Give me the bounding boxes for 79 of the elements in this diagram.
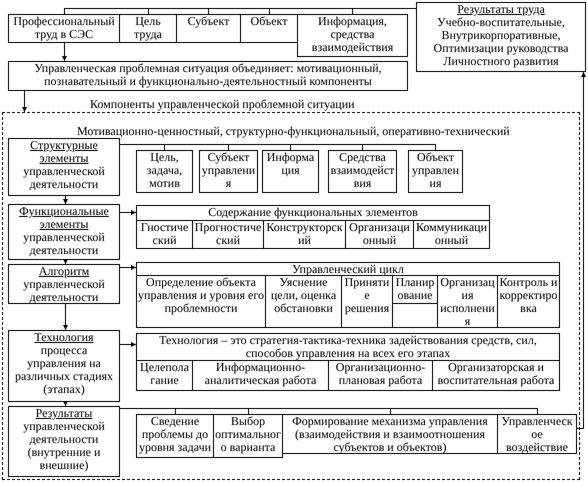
arrow	[576, 72, 586, 429]
connector-line	[120, 144, 436, 150]
arrow	[63, 259, 68, 264]
node-text: Объект управления	[411, 151, 460, 190]
node-text: Цель, задача, мотив	[146, 151, 184, 190]
node-text: Формирование механизма управления (взаимодействия и взаимоотношения субъектов и объектов)	[291, 415, 489, 454]
body-text: управленческой деятельности	[22, 278, 106, 304]
heading-text: Результаты	[36, 407, 92, 420]
node-text: Выбор оптимального варианта	[215, 415, 281, 454]
node-text: Контроль и корректировка	[499, 276, 558, 315]
concept-box	[176, 14, 241, 43]
table-cell	[341, 275, 393, 328]
arrow	[120, 210, 136, 215]
node-text: Принятие решения	[344, 276, 390, 315]
node-text: Управленческое воздействие	[500, 415, 574, 454]
concept-box	[119, 14, 177, 43]
stage-box	[8, 138, 120, 196]
concept-box	[8, 14, 120, 43]
heading-text: Алгоритм	[38, 265, 90, 278]
arrow	[63, 401, 68, 406]
frame-heading: Компоненты управленческой проблемной ситуации	[90, 98, 355, 111]
concept-box	[297, 14, 408, 57]
stage-box	[8, 406, 120, 477]
arrow	[120, 265, 136, 270]
body-text: Учебно-воспитательные,	[437, 16, 565, 29]
arrow	[120, 342, 136, 347]
body-text: управленческой деятельности	[22, 231, 106, 257]
node-text: Объект	[250, 15, 288, 28]
node-text: Средства взаимодействия	[330, 151, 395, 190]
concept-box	[240, 14, 298, 43]
arrow	[22, 90, 27, 112]
situation-box	[8, 61, 408, 91]
stage-box	[8, 264, 120, 304]
node-text: Гностический	[140, 221, 190, 247]
body-text: Внутрикорпоративные,	[441, 29, 561, 42]
node-text: Уяснение цели, оценка обстановки	[270, 276, 338, 315]
node-text: Конструкторский	[265, 221, 344, 247]
node-text: Коммуникационный	[415, 221, 488, 247]
node-text: Определение объекта управления и уровня его проблемности	[138, 276, 264, 315]
stage-box	[8, 204, 120, 260]
node-text: Прогностический	[194, 221, 262, 247]
node-text: Организация исполнения	[439, 276, 496, 328]
table-heading: Управленческий цикл	[292, 263, 404, 276]
table-heading: Содержание функциональных элементов	[208, 206, 418, 219]
body-text: Оптимизации руководства	[434, 42, 568, 55]
node-text: Организационно-плановая работа	[334, 361, 426, 387]
node-text: Информация	[266, 151, 316, 177]
arrow	[63, 304, 68, 330]
body-text: управленческой деятельности	[22, 165, 106, 191]
node-text: Субъект управления	[201, 151, 256, 190]
content-table	[136, 262, 560, 328]
element-box	[262, 150, 319, 193]
node-text: Организаторская и воспитательная работа	[436, 361, 556, 387]
content-table	[136, 333, 560, 391]
body-text: Личностного развития	[443, 55, 559, 68]
heading-text: Технология	[34, 331, 94, 344]
connector-line	[120, 408, 538, 414]
arrow	[63, 196, 68, 204]
connector-line	[352, 8, 416, 14]
content-table	[136, 205, 490, 249]
node-text: Организационный	[348, 221, 411, 247]
node-text: Цель труда	[133, 15, 163, 41]
element-box	[136, 150, 193, 193]
body-text: управленческой деятельности (внутренние и внешние)	[22, 420, 106, 472]
node-text: Профессиональный труд в СЭС	[12, 15, 116, 41]
node-text: Целеполагание	[139, 361, 190, 387]
body-text: процесса управления на различных стадиях (этапах)	[14, 344, 114, 396]
node-text: Сведение проблемы до уровня задачи	[138, 415, 212, 454]
heading-text: Результаты труда	[457, 3, 545, 16]
row-heading: Мотивационно-ценностный, структурно-функциональный, оперативно-технический	[77, 125, 510, 138]
node-text: Информационно-аналитическая работа	[204, 361, 318, 387]
node-text: Информация, средства взаимодействия	[310, 15, 394, 54]
arrow	[62, 42, 67, 62]
node-text: Планирование	[394, 276, 436, 302]
node-text: Управленческая проблемная ситуация объединяет: мотивационный, познавательный и функционально-деятельностный компоненты	[33, 62, 383, 88]
results-box	[416, 2, 586, 72]
node-text: Субъект	[188, 15, 230, 28]
stage-box	[8, 330, 120, 402]
table-heading: Технология – это стратегия-тактика-техника задействования средств, сил, способов управления на всех его этапах	[158, 334, 538, 360]
